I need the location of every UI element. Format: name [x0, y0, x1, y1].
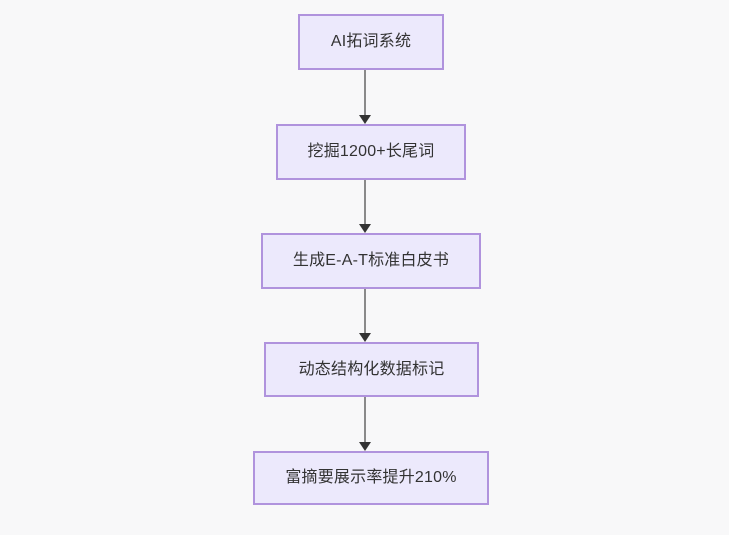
- flow-node-label: 挖掘1200+长尾词: [307, 143, 435, 161]
- connector-arrow-3: [358, 289, 372, 342]
- connector-arrow-4: [358, 397, 372, 451]
- flow-node-label: 动态结构化数据标记: [298, 360, 445, 378]
- connector-line-icon: [364, 289, 366, 334]
- flow-node-4[interactable]: 动态结构化数据标记: [264, 342, 479, 397]
- flow-node-label: AI拓词系统: [330, 33, 412, 51]
- connector-arrow-2: [358, 180, 372, 233]
- arrowhead-icon: [359, 333, 371, 342]
- arrowhead-icon: [359, 224, 371, 233]
- flow-node-1[interactable]: AI拓词系统: [298, 14, 444, 70]
- flow-node-5[interactable]: 富摘要展示率提升210%: [253, 451, 489, 505]
- connector-line-icon: [364, 180, 366, 225]
- arrowhead-icon: [359, 442, 371, 451]
- arrowhead-icon: [359, 115, 371, 124]
- flow-node-3[interactable]: 生成E-A-T标准白皮书: [261, 233, 481, 289]
- flow-node-2[interactable]: 挖掘1200+长尾词: [276, 124, 466, 180]
- connector-line-icon: [364, 70, 366, 116]
- flow-node-label: 富摘要展示率提升210%: [285, 469, 457, 487]
- flow-node-label: 生成E-A-T标准白皮书: [292, 252, 450, 270]
- connector-line-icon: [364, 397, 366, 443]
- connector-arrow-1: [358, 70, 372, 124]
